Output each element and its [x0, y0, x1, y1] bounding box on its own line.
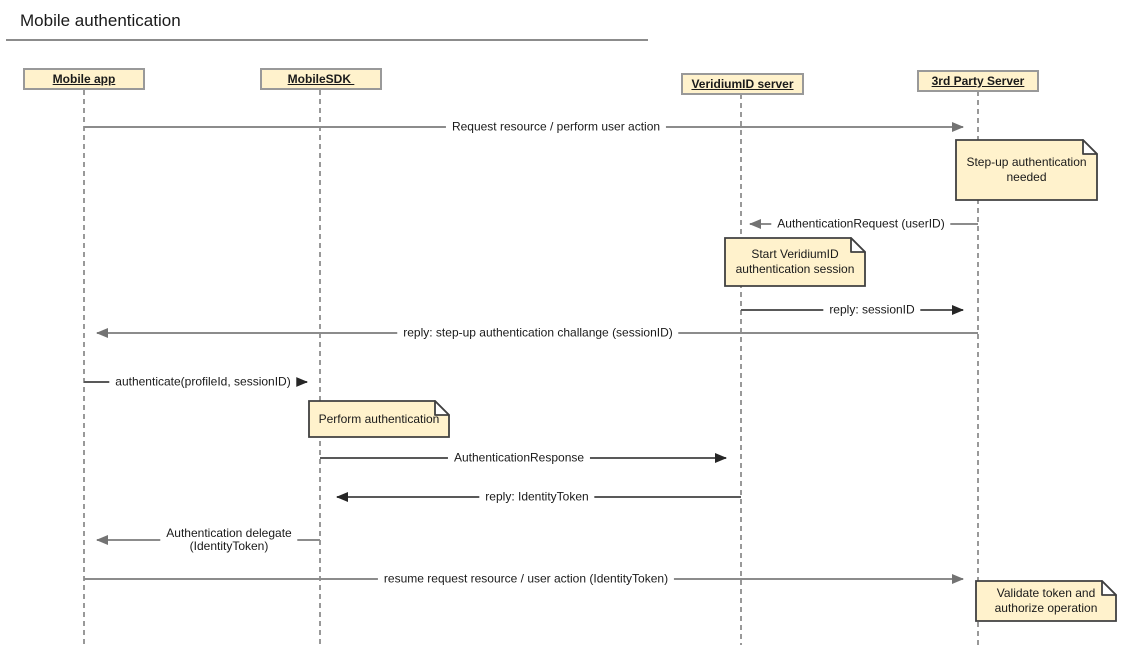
- arrowhead-left-icon: [96, 328, 108, 338]
- message-authenticate: authenticate(profileId, sessionID): [84, 374, 308, 390]
- note-text: Step-up authentication needed: [966, 155, 1087, 184]
- actor-box-veridiumid-server: VeridiumID server: [681, 73, 804, 95]
- diagram-title: Mobile authentication: [20, 11, 181, 30]
- message-label: reply: step-up authentication challange …: [397, 325, 679, 341]
- actor-box-3rd-party-server: 3rd Party Server: [917, 70, 1039, 92]
- message-resume-request: resume request resource / user action (I…: [84, 571, 964, 587]
- message-label: resume request resource / user action (I…: [377, 571, 675, 587]
- message-request-resource: Request resource / perform user action: [84, 119, 964, 135]
- note-text: Perform authentication: [318, 411, 440, 426]
- note-start-veridiumid-session: Start VeridiumID authentication session: [724, 237, 866, 287]
- message-reply-identitytoken: reply: IdentityToken: [336, 489, 741, 505]
- title-underline: [6, 39, 648, 41]
- arrowhead-right-icon: [952, 122, 964, 132]
- arrowhead-right-icon: [296, 377, 308, 387]
- note-perform-authentication: Perform authentication: [308, 400, 450, 438]
- message-label: authenticate(profileId, sessionID): [109, 374, 297, 390]
- note-text: Start VeridiumID authentication session: [735, 247, 855, 276]
- actor-label: 3rd Party Server: [931, 74, 1025, 88]
- lifeline-mobile-app: [83, 90, 85, 645]
- lifeline-mobilesdk: [319, 90, 321, 645]
- message-authentication-response: AuthenticationResponse: [320, 450, 727, 466]
- actor-label: VeridiumID server: [691, 77, 794, 91]
- arrowhead-right-icon: [715, 453, 727, 463]
- note-validate-token: Validate token and authorize operation: [975, 580, 1117, 622]
- message-authentication-delegate: Authentication delegate (IdentityToken): [96, 526, 320, 554]
- message-reply-sessionid: reply: sessionID: [741, 302, 964, 318]
- actor-box-mobile-app: Mobile app: [23, 68, 145, 90]
- note-shape-icon: [724, 237, 866, 287]
- arrowhead-left-icon: [749, 219, 761, 229]
- message-label: reply: sessionID: [823, 302, 921, 318]
- message-authentication-request: AuthenticationRequest (userID): [749, 216, 978, 232]
- note-shape-icon: [955, 139, 1098, 201]
- note-text: Validate token and authorize operation: [994, 586, 1098, 615]
- message-label: Request resource / perform user action: [445, 119, 667, 135]
- note-shape-icon: [975, 580, 1117, 622]
- note-shape-icon: [308, 400, 450, 438]
- arrowhead-left-icon: [336, 492, 348, 502]
- actor-label: MobileSDK: [287, 72, 355, 86]
- message-label-line: Authentication delegate: [166, 526, 292, 540]
- arrowhead-right-icon: [952, 574, 964, 584]
- message-label: AuthenticationResponse: [447, 450, 591, 466]
- message-label: Authentication delegate (IdentityToken): [160, 526, 298, 554]
- message-stepup-challenge: reply: step-up authentication challange …: [96, 325, 978, 341]
- arrowhead-left-icon: [96, 535, 108, 545]
- actor-label: Mobile app: [52, 72, 116, 86]
- note-stepup-authentication-needed: Step-up authentication needed: [955, 139, 1098, 201]
- lifeline-veridiumid-server: [740, 94, 742, 645]
- message-label-line: (IdentityToken): [189, 539, 269, 553]
- lifeline-3rd-party-server: [977, 91, 979, 645]
- actor-box-mobilesdk: MobileSDK: [260, 68, 382, 90]
- message-label: AuthenticationRequest (userID): [771, 216, 951, 232]
- arrowhead-right-icon: [952, 305, 964, 315]
- message-label: reply: IdentityToken: [479, 489, 595, 505]
